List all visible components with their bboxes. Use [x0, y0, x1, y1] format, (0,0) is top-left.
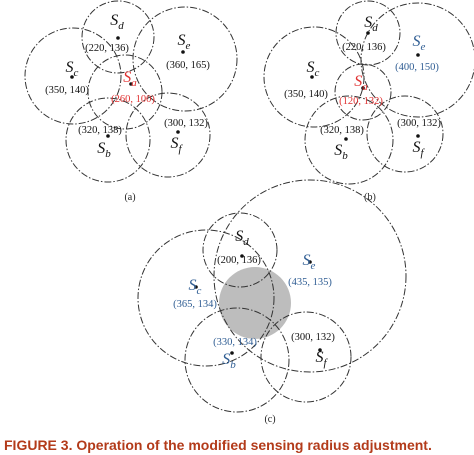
sensor-sd-coordinate: (220, 136): [342, 42, 386, 53]
sensor-sf-dot: [176, 130, 180, 134]
panel-c-circle-b: [184, 307, 290, 413]
panel-b-circle-f: [366, 95, 444, 173]
sensor-sc-dot: [194, 285, 198, 289]
panel-c-circle-d: [202, 212, 278, 288]
sensor-sc-label: Sc: [66, 59, 79, 79]
sensor-sa-coordinate: (260, 100): [111, 94, 155, 105]
sensor-sd-label: Sd: [364, 14, 378, 34]
sensor-sb-coordinate: (320, 138): [320, 125, 364, 136]
sensor-sa-label: Sa: [123, 69, 137, 89]
panel-c-circle-f: [260, 311, 352, 403]
sensor-se-label: Se: [413, 33, 426, 53]
sensor-sc-label: Sc: [307, 59, 320, 79]
sensor-sa-dot: [361, 86, 365, 90]
sensor-sf-coordinate: (300, 132): [291, 332, 335, 343]
sensor-se-label: Se: [178, 32, 191, 52]
sensor-sc-coordinate: (350, 140): [45, 85, 89, 96]
sensor-se-dot: [416, 53, 420, 57]
sensor-sb-label: Sb: [222, 351, 236, 371]
figure-caption: FIGURE 3. Operation of the modified sens…: [4, 437, 432, 453]
sensor-sb-coordinate: (320, 138): [78, 125, 122, 136]
sensor-sa-dot: [129, 82, 133, 86]
panel-label: (b): [364, 192, 376, 203]
panel-a-circle-f: [125, 92, 211, 178]
sensor-sc-coordinate: (365, 134): [173, 299, 217, 310]
sensor-sd-label: Sd: [235, 228, 249, 248]
panel-b-circle-d: [335, 0, 401, 66]
panel-a-circle-a: [87, 54, 163, 130]
sensor-sf-label: Sf: [170, 135, 183, 155]
sensor-sb-dot: [106, 134, 110, 138]
sensor-sd-dot: [116, 36, 120, 40]
panel-a-circle-e: [132, 6, 238, 112]
panel-label: (c): [264, 414, 275, 425]
sensor-sc-coordinate: (350, 140): [284, 89, 328, 100]
panel-c-circle-c: [137, 229, 275, 367]
panel-b-circle-e: [360, 2, 474, 118]
sensor-sc-dot: [70, 75, 74, 79]
sensor-sa-coordinate: (120, 132): [339, 96, 383, 107]
panel-b-circle-a: [334, 63, 392, 121]
sensor-sd-coordinate: (200, 136): [217, 255, 261, 266]
sensor-sc-label: Sc: [189, 277, 202, 297]
sensor-sd-dot: [240, 254, 244, 258]
sensor-se-coordinate: (435, 135): [288, 277, 332, 288]
panel-a-circle-c: [24, 27, 122, 125]
panel-a-circle-b: [65, 97, 151, 183]
panel-a-circle-d: [81, 0, 155, 74]
sensor-sb-label: Sb: [97, 140, 111, 160]
sensor-sb-coordinate: (330, 134): [213, 337, 257, 348]
sensor-se-dot: [308, 260, 312, 264]
sensor-sf-coordinate: (300, 132): [397, 118, 441, 129]
sensor-sb-dot: [344, 137, 348, 141]
sensor-sc-dot: [310, 75, 314, 79]
sensor-se-dot: [181, 50, 185, 54]
sensor-se-coordinate: (360, 165): [166, 60, 210, 71]
sensor-se-coordinate: (400, 150): [395, 62, 439, 73]
sensor-sf-label: Sf: [412, 139, 425, 159]
sensor-sf-label: Sf: [315, 349, 328, 369]
panel-c-circle-e: [213, 179, 407, 373]
sensor-sb-label: Sb: [334, 142, 348, 162]
sensor-sd-coordinate: (220, 136): [85, 43, 129, 54]
sensor-sd-dot: [366, 31, 370, 35]
sensor-se-label: Se: [303, 252, 316, 272]
sensor-sf-dot: [318, 348, 322, 352]
sensor-sf-coordinate: (300, 132): [164, 118, 208, 129]
panel-b-circle-b: [304, 95, 394, 185]
sensor-sf-dot: [416, 134, 420, 138]
sensor-sa-label: Sa: [354, 73, 368, 93]
sensor-sd-label: Sd: [110, 12, 124, 32]
panel-b-circle-c: [263, 26, 365, 128]
sensor-sb-dot: [230, 351, 234, 355]
panel-label: (a): [124, 192, 135, 203]
coverage-hole: [219, 267, 291, 339]
